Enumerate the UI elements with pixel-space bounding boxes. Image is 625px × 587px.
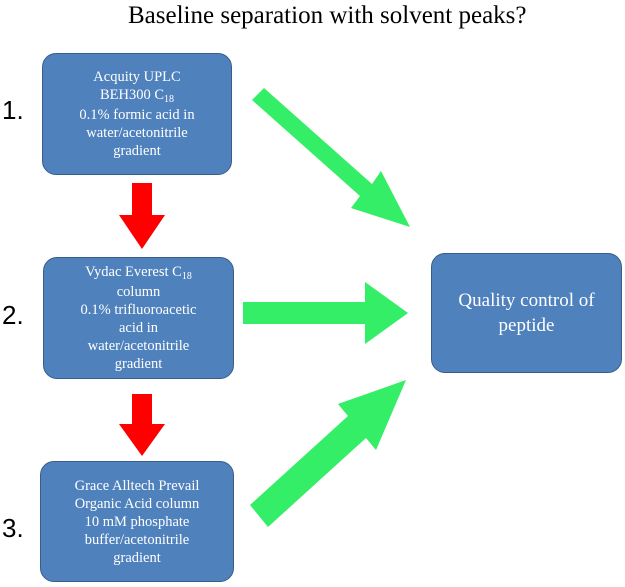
step-box-3: Grace Alltech Prevail Organic Acid colum… (40, 461, 234, 582)
step-1-line-4: water/acetonitrile (86, 125, 188, 141)
step-2-subscript: 18 (181, 271, 192, 282)
down-arrow-1-2 (119, 183, 165, 249)
diagram-title: Baseline separation with solvent peaks? (128, 2, 527, 29)
step-1-line-3: 0.1% formic acid in (79, 107, 195, 123)
step-2-line-6: gradient (114, 356, 163, 372)
step-3-line-2: Organic Acid column (74, 495, 200, 512)
step-2-line-1: Vydac Everest C18 (85, 264, 192, 282)
arrow-step2-to-target (243, 282, 408, 344)
step-2-line-4: acid in (118, 320, 159, 336)
step-2-line-2: column (116, 284, 161, 300)
step-1-subscript: 18 (164, 94, 175, 105)
step-2-line-3: 0.1% trifluoroacetic (80, 302, 197, 318)
step-3-line-5: gradient (113, 549, 161, 566)
step-number-3: 3. (2, 513, 24, 543)
step-3-line-1: Grace Alltech Prevail (74, 477, 200, 494)
step-1-line-1: Acquity UPLC (93, 69, 181, 85)
step-3-line-3: 10 mM phosphate (84, 513, 190, 530)
arrow-step1-to-target (252, 88, 410, 227)
target-line-2: peptide (498, 315, 555, 336)
step-1-line-5: gradient (113, 143, 161, 159)
target-line-1: Quality control of (458, 290, 595, 311)
step-2-line-5: water/acetonitrile (87, 338, 190, 354)
target-box: Quality control of peptide (431, 253, 622, 373)
arrow-step3-to-target (250, 380, 406, 527)
down-arrow-2-3 (119, 394, 165, 456)
step-3-line-4: buffer/acetonitrile (84, 531, 190, 548)
step-number-1: 1. (2, 95, 24, 125)
step-box-2: Vydac Everest C18 column 0.1% trifluoroa… (43, 257, 234, 379)
step-box-1: Acquity UPLC BEH300 C18 0.1% formic acid… (42, 53, 232, 175)
step-1-line-2: BEH300 C18 (99, 87, 175, 105)
step-number-2: 2. (2, 300, 24, 330)
